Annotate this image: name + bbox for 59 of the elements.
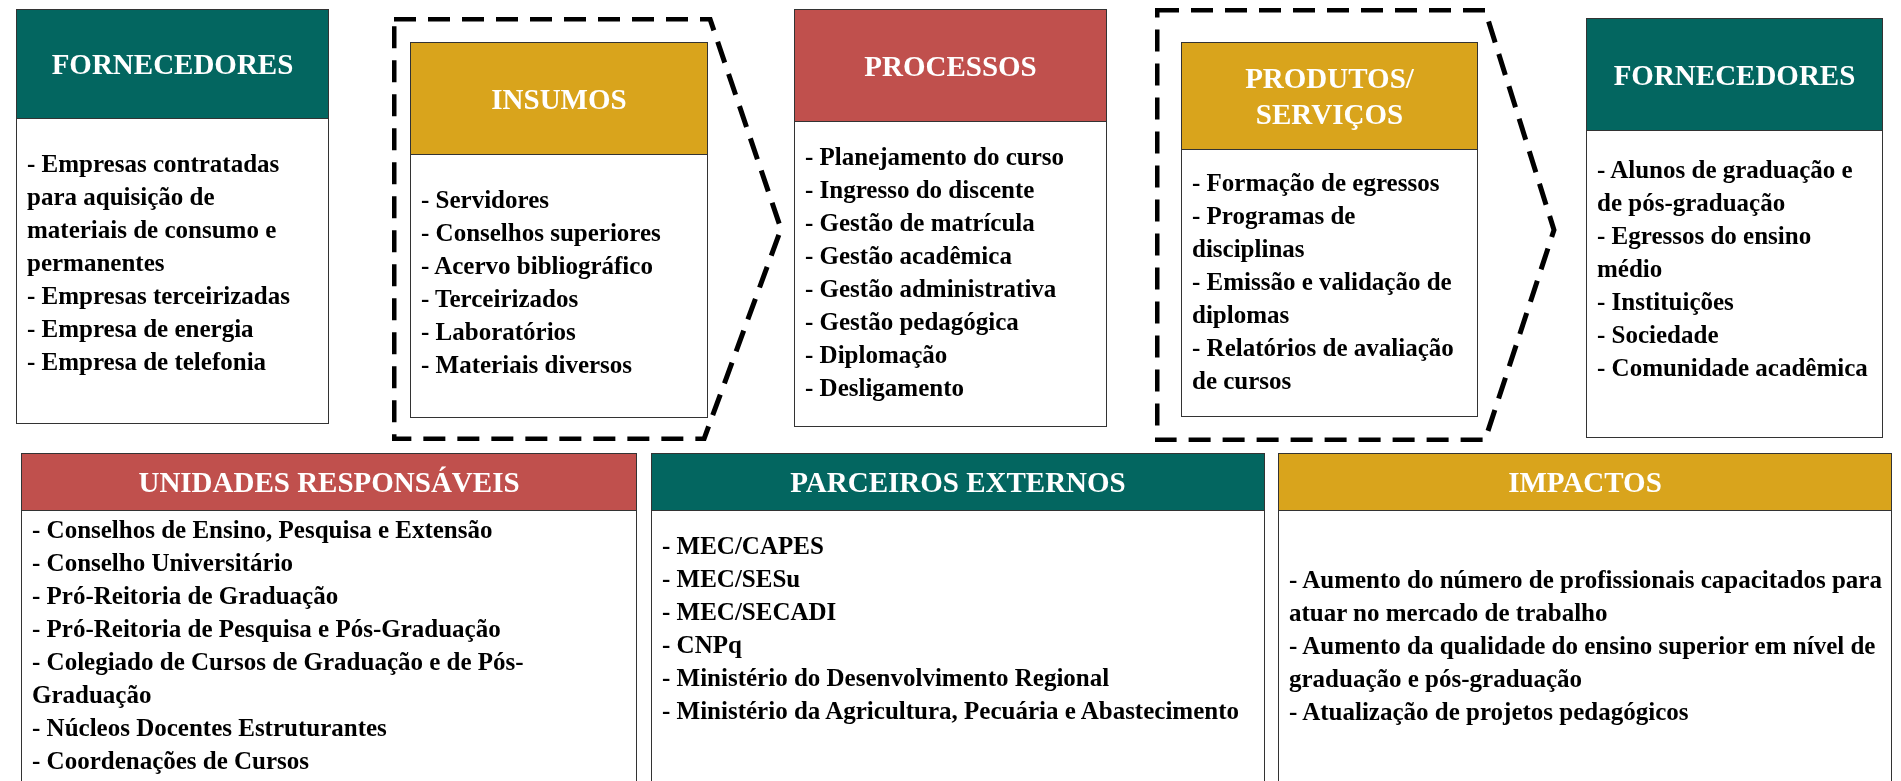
card-title: FORNECEDORES xyxy=(51,47,294,82)
list-item: - Colegiado de Cursos de Graduação e de Pós-Graduação xyxy=(32,647,525,710)
card xyxy=(410,42,708,418)
list-item: - Planejamento do curso xyxy=(805,142,1065,172)
list-item: - Aumento da qualidade do ensino superior em nível de graduação e pós-graduação xyxy=(1289,631,1877,694)
list-item: - Instituições xyxy=(1597,287,1735,317)
list-item: - Gestão de matrícula xyxy=(805,208,1036,238)
list-item: - Sociedade xyxy=(1597,320,1720,350)
card xyxy=(16,9,329,424)
list-item: - Laboratórios xyxy=(421,317,577,347)
list-item: - Relatórios de avaliação de cursos xyxy=(1192,333,1455,396)
list-item: - Ingresso do discente xyxy=(805,175,1036,205)
card xyxy=(794,9,1107,427)
card-title: FORNECEDORES xyxy=(1613,57,1856,93)
list-item: - MEC/SECADI xyxy=(662,597,838,627)
list-item: - Empresa de energia xyxy=(27,314,255,344)
list-item: - Conselhos superiores xyxy=(421,218,662,248)
list-item: - MEC/SESu xyxy=(662,564,802,594)
card xyxy=(21,453,637,781)
list-item: - Atualização de projetos pedagógicos xyxy=(1289,697,1690,727)
list-item: - Coordenações de Cursos xyxy=(32,746,311,776)
list-item: - Empresas terceirizadas xyxy=(27,281,291,311)
list-item: - Terceirizados xyxy=(421,284,580,314)
list-item: - Aumento do número de profissionais capacitados para atuar no mercado de trabalho xyxy=(1289,565,1883,628)
list-item: - MEC/CAPES xyxy=(662,531,825,561)
list-item: - Ministério do Desenvolvimento Regional xyxy=(662,663,1111,693)
list-item: - Conselho Universitário xyxy=(32,548,295,578)
list-item: - Programas de disciplinas xyxy=(1192,201,1357,264)
list-item: - Empresas contratadas para aquisição de materiais de consumo e permanentes xyxy=(27,149,281,278)
card-title: PRODUTOS/ SERVIÇOS xyxy=(1244,61,1415,132)
list-item: - Formação de egressos xyxy=(1192,168,1441,198)
list-item: - Gestão administrativa xyxy=(805,274,1058,304)
card-title: INSUMOS xyxy=(491,81,627,117)
list-item: - Materiais diversos xyxy=(421,350,634,380)
list-item: - Comunidade acadêmica xyxy=(1597,353,1869,383)
list-item: - Ministério da Agricultura, Pecuária e Abastecimento xyxy=(662,696,1240,726)
list-item: - Conselhos de Ensino, Pesquisa e Extensão xyxy=(32,515,494,545)
list-item: - Núcleos Docentes Estruturantes xyxy=(32,713,388,743)
card xyxy=(651,453,1265,781)
list-item: - Servidores xyxy=(421,185,550,215)
list-item: - Alunos de graduação e de pós-graduação xyxy=(1597,155,1854,218)
list-item: - Gestão acadêmica xyxy=(805,241,1013,271)
list-item: - Pró-Reitoria de Pesquisa e Pós-Graduação xyxy=(32,614,502,644)
list-item: - Acervo bibliográfico xyxy=(421,251,654,281)
card xyxy=(1278,453,1892,781)
card-title: PROCESSOS xyxy=(864,48,1037,84)
card-title: PARCEIROS EXTERNOS xyxy=(790,465,1126,500)
list-item: - CNPq xyxy=(662,630,743,660)
list-item: - Empresa de telefonia xyxy=(27,347,268,377)
list-item: - Desligamento xyxy=(805,373,965,403)
list-item: - Egressos do ensino médio xyxy=(1597,221,1813,284)
card xyxy=(1181,42,1478,417)
card-title: UNIDADES RESPONSÁVEIS xyxy=(138,465,520,500)
list-item: - Diplomação xyxy=(805,340,949,370)
list-item: - Pró-Reitoria de Graduação xyxy=(32,581,340,611)
card xyxy=(1586,18,1883,438)
list-item: - Gestão pedagógica xyxy=(805,307,1020,337)
list-item: - Emissão e validação de diplomas xyxy=(1192,267,1453,330)
card-title: IMPACTOS xyxy=(1508,465,1662,500)
